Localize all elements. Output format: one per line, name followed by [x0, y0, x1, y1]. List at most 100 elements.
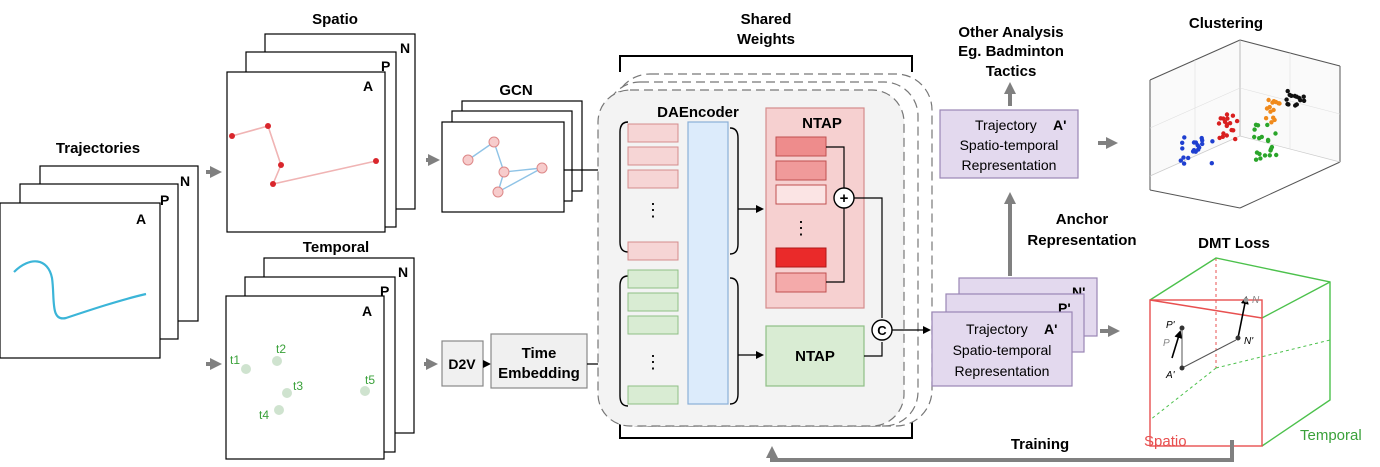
shared-weights-heading-1: Shared	[741, 11, 792, 28]
cluster-point	[1274, 152, 1279, 158]
cube-label-n-prime: N'	[1244, 336, 1254, 347]
temporal-label-a: A	[362, 303, 372, 319]
clustering-edge	[1239, 161, 1341, 209]
temporal-point-label: t2	[276, 342, 286, 356]
cluster-point	[1284, 97, 1289, 102]
spatio-label-p: P	[381, 58, 390, 74]
spatio-heading: Spatio	[312, 11, 358, 28]
shared-weights-bracket-bottom	[619, 422, 913, 439]
anchor-box-label: A'	[1053, 117, 1066, 133]
cube-point-negative-prime	[1235, 335, 1241, 341]
cluster-point	[1301, 98, 1307, 104]
spatio-point	[265, 123, 271, 129]
cluster-point	[1216, 121, 1222, 126]
cluster-point	[1286, 102, 1291, 107]
cube-temporal-face	[1149, 257, 1331, 447]
cluster-point	[1181, 161, 1187, 166]
temporal-point	[241, 364, 251, 374]
cluster-point	[1191, 140, 1197, 145]
temporal-token-ellipsis: ⋮	[644, 352, 662, 372]
spatio-point	[373, 158, 379, 164]
cluster-point	[1287, 92, 1292, 98]
cluster-point	[1190, 149, 1196, 154]
spatio-label-n: N	[400, 40, 410, 56]
spatial-token	[627, 146, 679, 166]
anchor-box-line3: Representation	[962, 157, 1057, 173]
cluster-point	[1230, 113, 1236, 118]
cluster-point	[1267, 153, 1273, 158]
cluster-point	[1182, 135, 1187, 140]
cluster-point	[1234, 118, 1240, 124]
clustering-back-wall	[1150, 40, 1340, 176]
concat-operator-symbol: C	[877, 323, 887, 338]
clustering-grid	[1149, 87, 1241, 129]
temporal-point	[282, 388, 292, 398]
training-heading: Training	[1011, 436, 1069, 453]
cluster-point	[1301, 94, 1306, 99]
cluster-point	[1262, 153, 1268, 158]
cluster-point	[1221, 116, 1226, 121]
spatio-stack: Spatio N P A	[226, 11, 416, 233]
ntap-bottom-block	[765, 325, 865, 387]
temporal-heading: Temporal	[303, 239, 369, 256]
representation-card-a-line3: Representation	[955, 363, 1050, 379]
d2v-label: D2V	[448, 356, 476, 372]
cluster-point	[1285, 88, 1290, 94]
ntap-attention-row	[775, 272, 827, 293]
anchor-box-line2: Spatio-temporal	[960, 137, 1059, 153]
temporal-point-label: t4	[259, 408, 269, 422]
encoder-input-bracket-bottom	[619, 275, 629, 407]
temporal-label-n: N	[398, 264, 408, 280]
plus-to-concat-line	[854, 197, 883, 318]
anchor-representation-box	[939, 109, 1079, 179]
encoder-output-bracket-bottom	[729, 277, 739, 405]
cluster-point	[1224, 133, 1230, 138]
cluster-point	[1209, 161, 1215, 166]
clustering-plot: Clustering	[1149, 15, 1341, 209]
encoder-input-bracket-top	[619, 121, 629, 253]
cube-vector-anchor-negative	[1181, 339, 1237, 369]
temporal-point-label: t5	[365, 373, 375, 387]
ntap-attention-row	[775, 184, 827, 205]
cube-label-p-prime: P'	[1166, 320, 1176, 331]
trajectory-card-a	[0, 202, 161, 359]
cube-label-spatio: Spatio	[1144, 433, 1187, 450]
cluster-point	[1233, 136, 1238, 142]
cube-label-temporal: Temporal	[1300, 427, 1362, 444]
temporal-label-p: P	[380, 283, 389, 299]
trajectory-label-p: P	[160, 192, 169, 208]
anchor-box-line1: Trajectory	[975, 117, 1037, 133]
temporal-point	[360, 386, 370, 396]
gcn-node	[492, 186, 504, 198]
time-embedding-label-1: Time	[522, 345, 557, 362]
training-loop-arrow	[766, 440, 1234, 462]
ntap-attention-ellipsis: ⋮	[792, 218, 810, 238]
temporal-point	[272, 356, 282, 366]
cluster-point	[1186, 155, 1191, 161]
temporal-token	[627, 292, 679, 312]
clustering-edge	[1149, 189, 1241, 209]
ntap-bottom-label: NTAP	[795, 348, 835, 365]
cube-label-n: N	[1252, 295, 1260, 306]
temporal-stack: Temporal N P A t1 t2 t3 t4 t5	[225, 239, 415, 460]
representation-card-a-label: A'	[1044, 321, 1057, 337]
spatial-token	[627, 241, 679, 261]
cube-point-positive	[1179, 325, 1185, 331]
ntap-sum-line-top	[826, 146, 845, 188]
cluster-point	[1267, 104, 1272, 110]
time-embedding-block	[490, 333, 588, 389]
ntap-sum-line-bottom	[826, 208, 845, 283]
ntap-top-label: NTAP	[802, 115, 842, 132]
cluster-point	[1224, 112, 1230, 117]
cube-point-anchor	[1179, 365, 1185, 371]
cluster-point	[1252, 134, 1257, 140]
cluster-points	[1178, 88, 1307, 166]
cluster-point	[1178, 158, 1184, 163]
representation-card-a	[931, 311, 1073, 387]
trajectories-stack: Trajectories N P A	[0, 140, 199, 359]
cluster-point	[1257, 136, 1262, 141]
cluster-point	[1265, 122, 1270, 128]
spatio-label-a: A	[363, 78, 373, 94]
ntap-attention-row	[775, 247, 827, 268]
cluster-point	[1196, 147, 1201, 152]
